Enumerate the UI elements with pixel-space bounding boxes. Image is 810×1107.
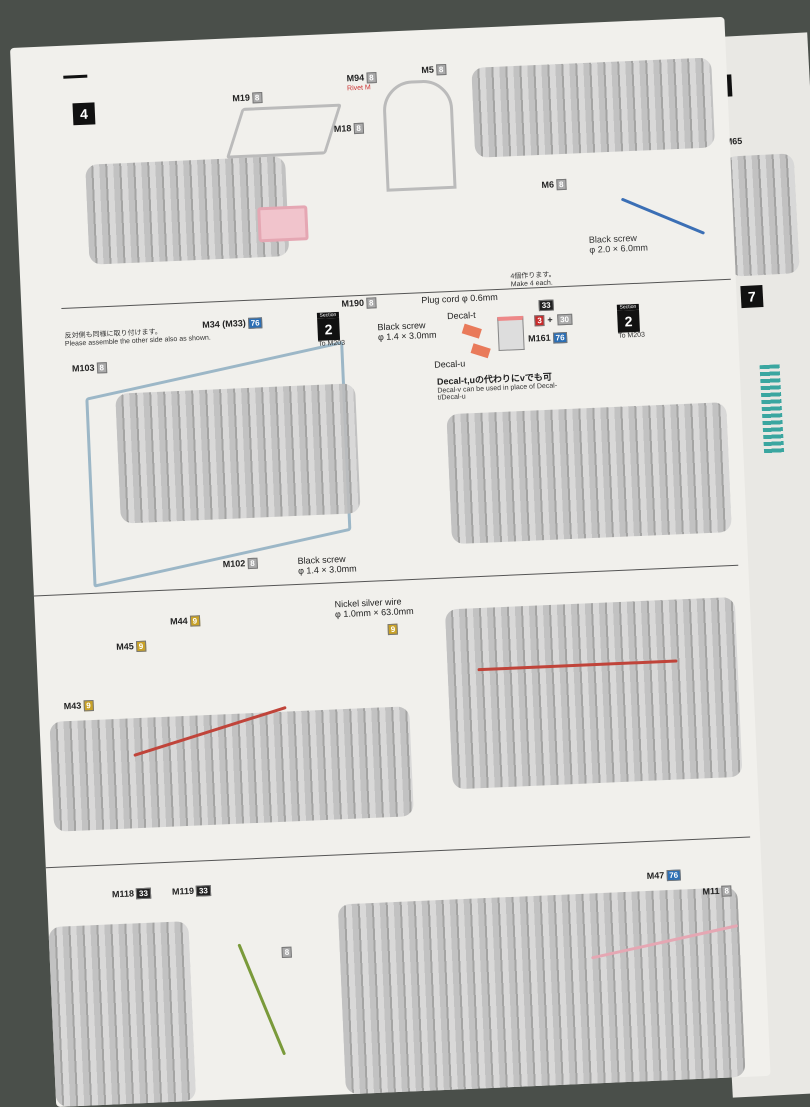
tag-8: 8 — [279, 946, 293, 959]
frame-part-drawing — [225, 103, 342, 159]
tag-3-30: 3 + 30 — [532, 313, 573, 327]
spring-drawing — [759, 364, 785, 456]
engine-drawing — [337, 887, 746, 1095]
bracket-drawing — [257, 205, 309, 243]
decal-t-label: Decal-t — [446, 309, 476, 322]
wire-tag: 9 — [385, 623, 399, 636]
plug-cord-label: Plug cord φ 0.6mm — [421, 291, 498, 306]
section-ref: Section 2 To M203 — [316, 311, 346, 348]
plug-cap-drawing — [497, 315, 525, 351]
engine-drawing — [723, 153, 800, 277]
engine-drawing — [471, 57, 716, 158]
label-m34: M34 (M33)76 — [202, 317, 263, 331]
step-4-badge: 4 — [72, 102, 96, 126]
divider — [45, 836, 751, 869]
engine-drawing — [115, 383, 361, 524]
roll-hoop-drawing — [381, 78, 457, 192]
decal-u-shape — [470, 343, 491, 359]
step-7-badge: 7 — [740, 285, 764, 309]
engine-drawing — [48, 921, 197, 1107]
make-4-note: 4個作ります。Make 4 each. — [510, 271, 556, 289]
engine-top-view — [444, 596, 743, 790]
engine-drawing — [446, 402, 732, 545]
tag-33: 33 — [537, 299, 554, 312]
assembly-note: 反対側も同様に取り付けます。Please assemble the other … — [64, 328, 211, 348]
green-cord — [237, 943, 287, 1056]
decal-t-shape — [461, 323, 482, 339]
corner-mark — [63, 74, 88, 79]
decal-u-label: Decal-u — [434, 358, 466, 370]
screw-drawing — [620, 197, 706, 235]
label-rivet: Rivet M — [346, 84, 371, 93]
section-ref-2: Section 2 To M203 — [616, 303, 646, 340]
